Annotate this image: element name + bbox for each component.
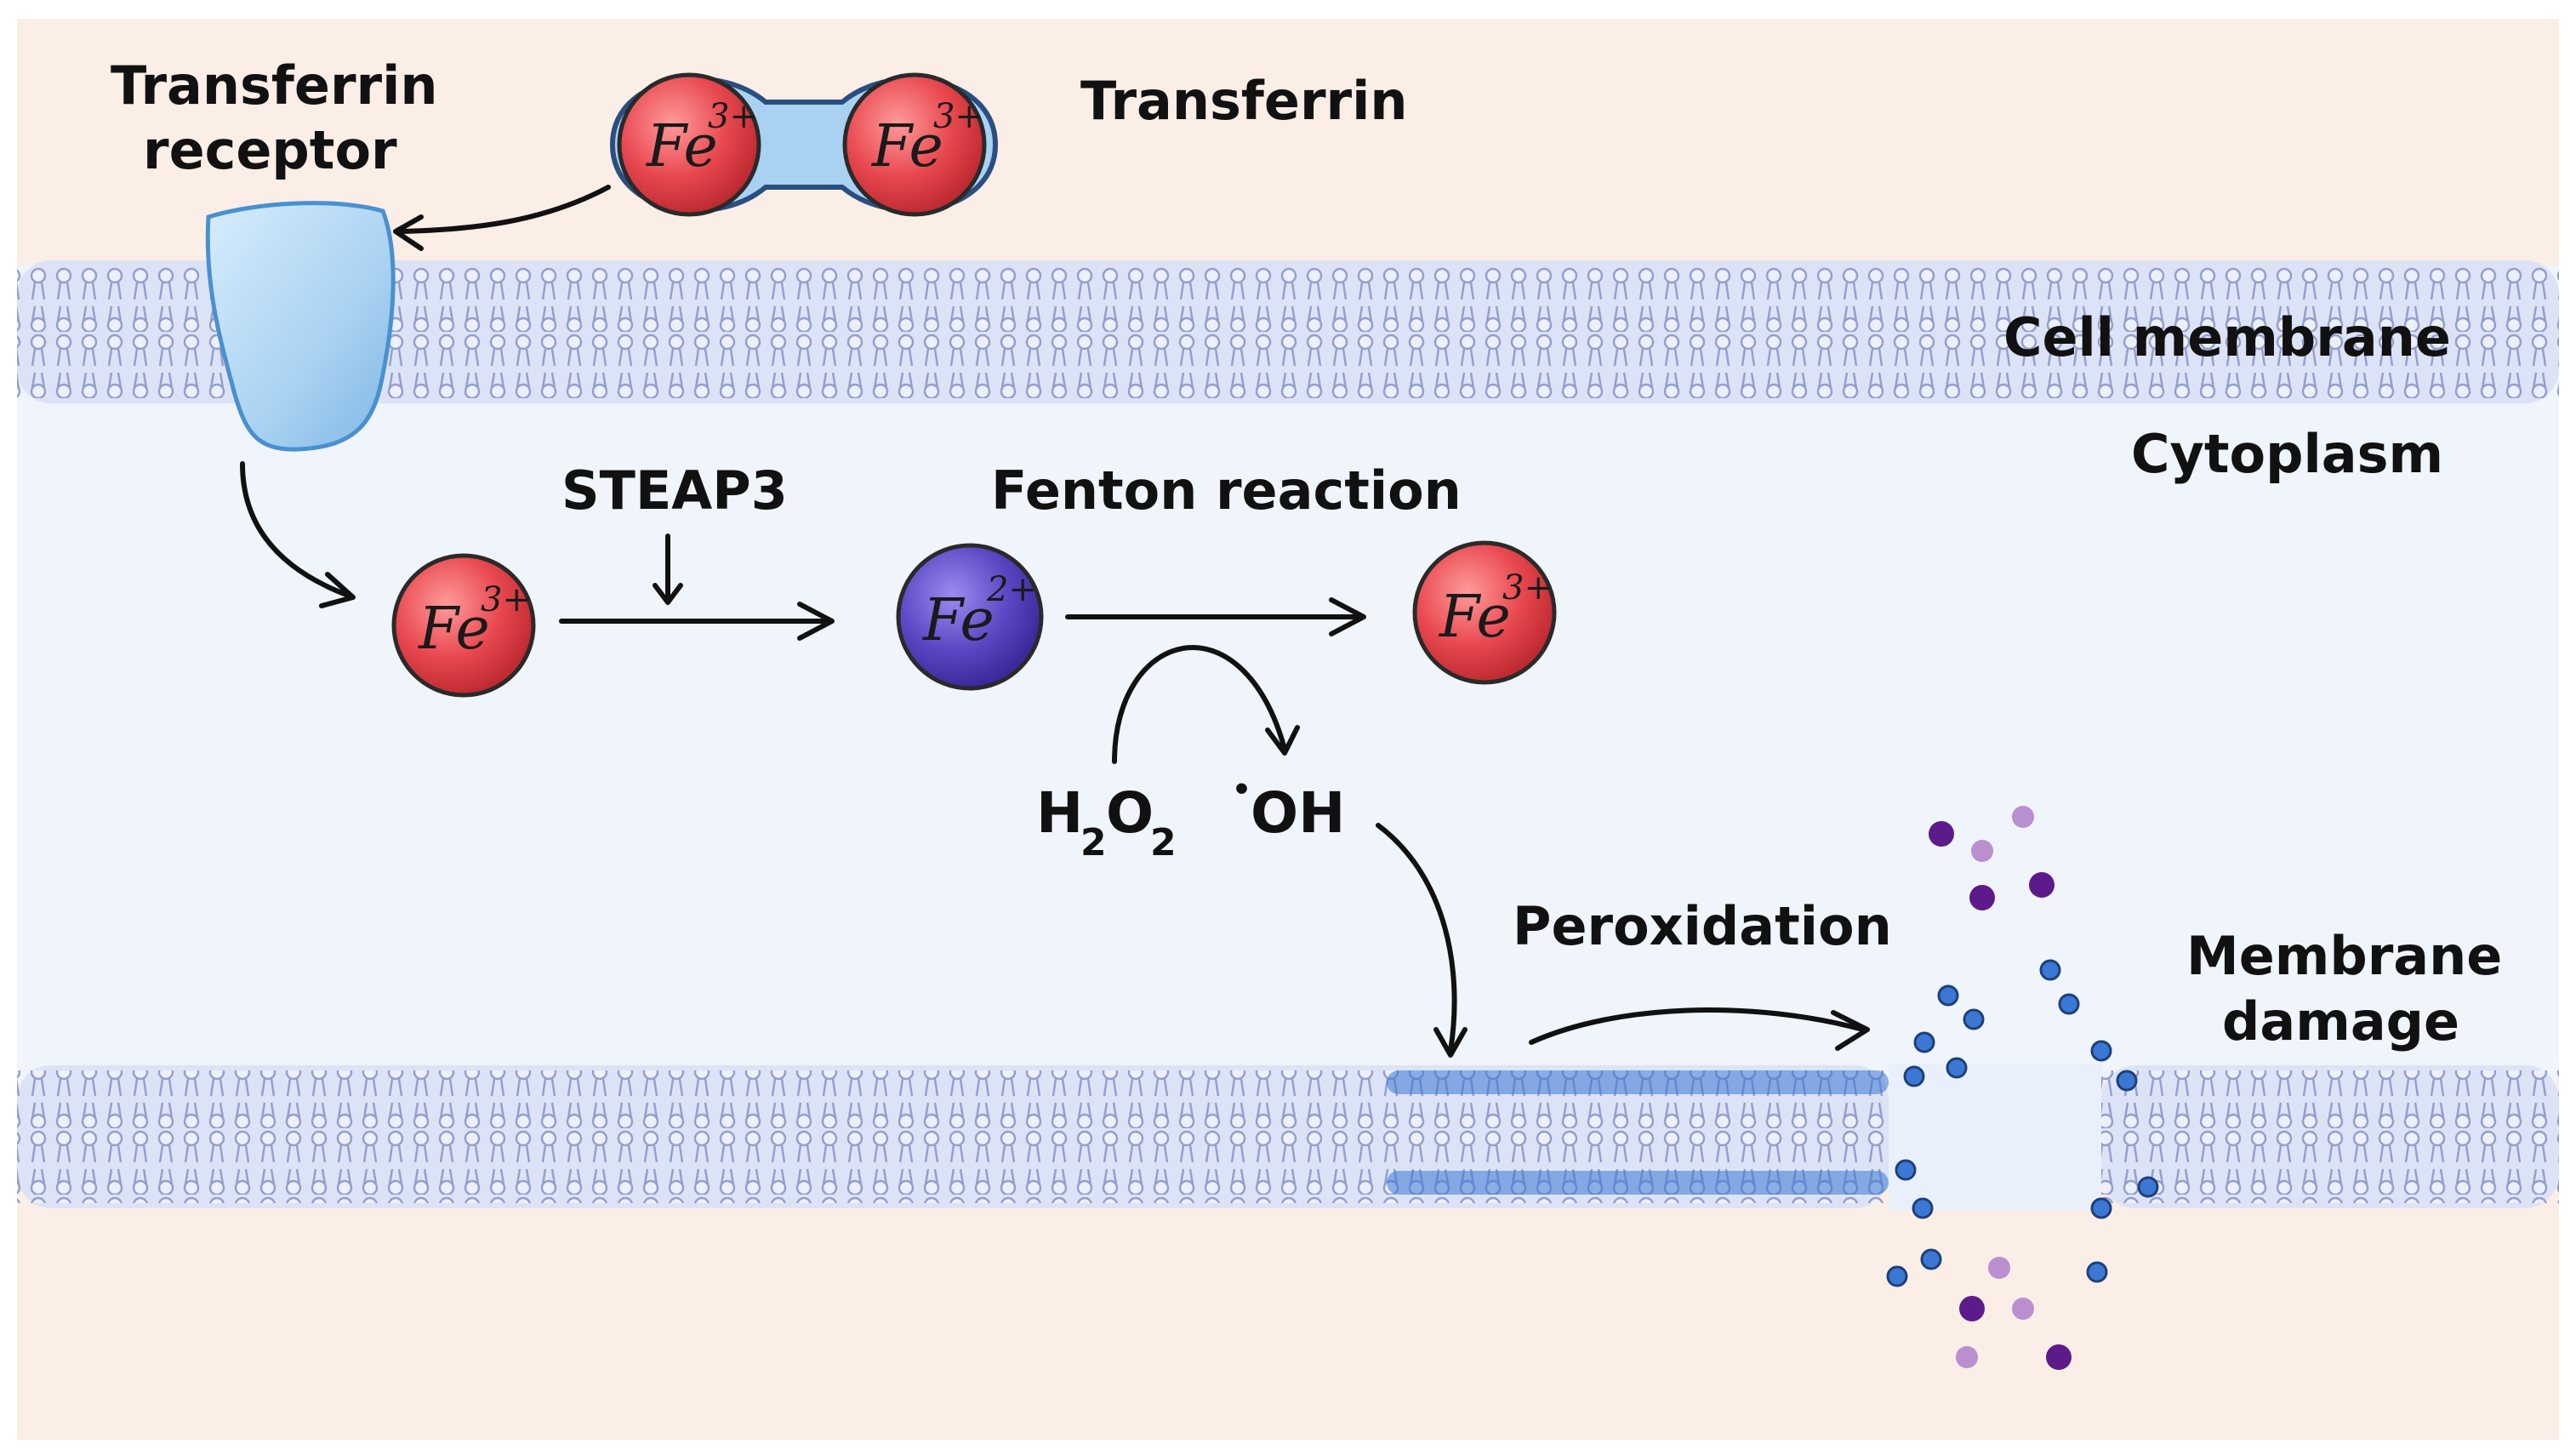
membrane-damage-label-line2: damage <box>2222 990 2459 1053</box>
peroxidation-label: Peroxidation <box>1513 895 1892 957</box>
transferrin-fe3-left-symbol: Fe <box>645 113 718 180</box>
fe2-symbol: Fe <box>921 587 994 654</box>
cell-membrane-top <box>17 260 2559 403</box>
steap3-label: STEAP3 <box>561 459 788 522</box>
fe3-left-charge: 3+ <box>481 580 531 619</box>
transferrin-receptor-label-line1: Transferrin <box>111 54 438 117</box>
h2o2-sub-2b: 2 <box>1150 821 1177 864</box>
transferrin-label: Transferrin <box>1080 70 1408 132</box>
cytoplasm-label: Cytoplasm <box>2131 423 2443 485</box>
fe3-ion-right: Fe 3+ <box>1412 540 1557 685</box>
arrow-fenton-curve <box>1112 645 1287 764</box>
arrow-peroxidation <box>1529 1007 1866 1045</box>
h2o2-o: O <box>1106 780 1154 846</box>
cell-membrane-label: Cell membrane <box>2003 306 2451 368</box>
arrow-transferrin-to-receptor <box>397 185 611 234</box>
hydrogen-peroxide-formula: H 2 O 2 <box>1036 780 1177 864</box>
leaking-cell-contents <box>1929 806 2072 1370</box>
transferrin-protein: Fe 3+ Fe 3+ <box>609 72 999 217</box>
transferrin-receptor <box>205 201 396 452</box>
fe3-ion-left: Fe 3+ <box>391 553 536 698</box>
arrow-receptor-to-fe3 <box>240 461 351 598</box>
extracellular-space-top <box>17 19 2559 265</box>
transferrin-fe3-right-charge: 3+ <box>933 97 983 136</box>
oh-radical-dot: • <box>1232 773 1251 807</box>
h2o2-h: H <box>1036 780 1083 846</box>
fenton-reaction-label: Fenton reaction <box>991 459 1462 522</box>
hydroxyl-radical-formula: • OH <box>1232 773 1345 846</box>
arrow-oh-to-membrane <box>1376 823 1457 1053</box>
transferrin-fe3-left-charge: 3+ <box>708 97 758 136</box>
damaged-lipid-fragments <box>1886 959 2159 1287</box>
fe3-right-charge: 3+ <box>1502 568 1553 608</box>
fe3-left-symbol: Fe <box>417 596 490 663</box>
membrane-damage-label-line1: Membrane <box>2186 925 2502 987</box>
oxidized-lipid-region <box>1387 1070 1889 1195</box>
arrows <box>240 185 1870 1058</box>
fe2-ion: Fe 2+ <box>896 543 1044 691</box>
fe2-charge: 2+ <box>986 570 1037 609</box>
cell-membrane-bottom-right <box>2101 1065 2559 1208</box>
h2o2-sub-2a: 2 <box>1080 821 1107 864</box>
transferrin-fe3-right-symbol: Fe <box>870 113 943 180</box>
oh-text: OH <box>1251 780 1345 846</box>
membrane-pore <box>1889 1064 2101 1210</box>
fe3-right-symbol: Fe <box>1438 584 1511 651</box>
transferrin-receptor-label-line2: receptor <box>143 119 397 181</box>
